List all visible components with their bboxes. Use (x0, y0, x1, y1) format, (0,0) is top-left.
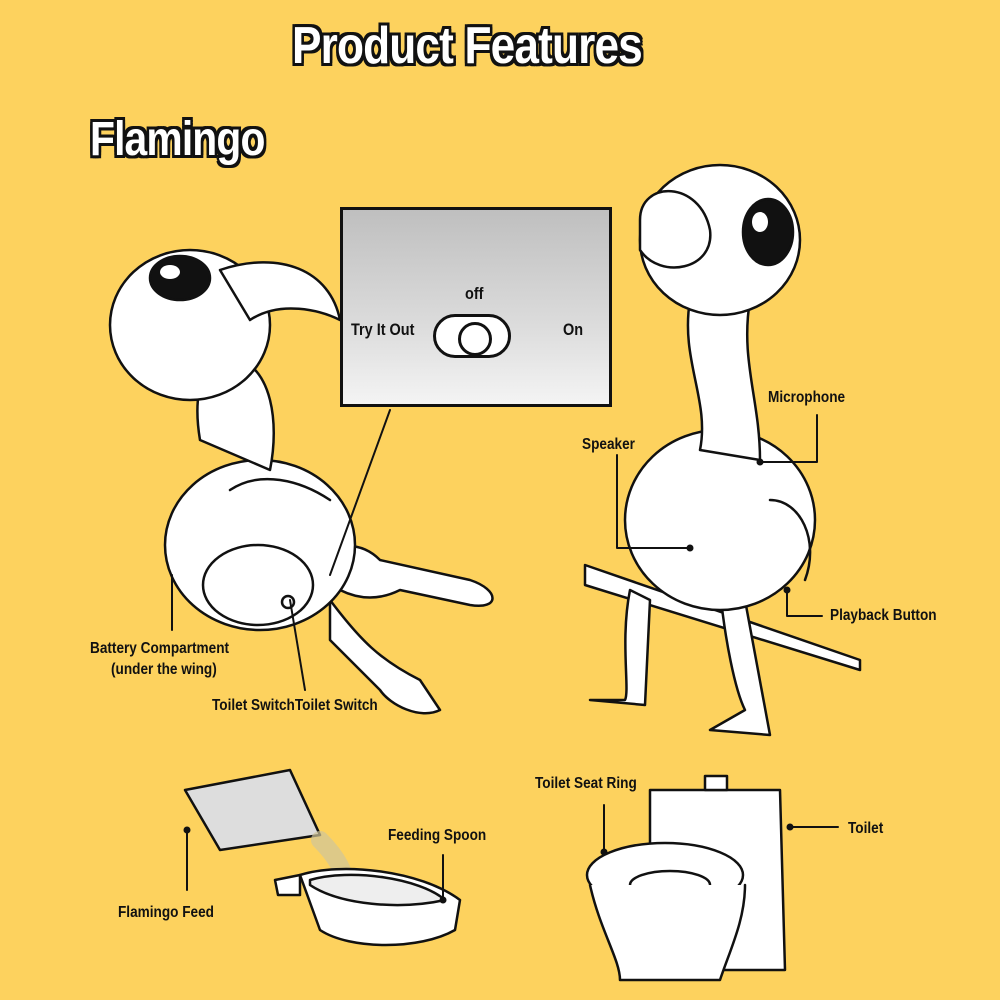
switch-detail-inset: off Try It Out On (340, 207, 612, 407)
feeding-spoon-label: Feeding Spoon (388, 827, 487, 844)
feeding-spoon (273, 867, 462, 947)
microphone-leader (759, 414, 818, 463)
switch-on-label: On (563, 320, 584, 339)
flamingo-feed-label: Flamingo Feed (118, 904, 214, 921)
inset-leader (329, 409, 391, 576)
switch-try-label: Try It Out (351, 320, 415, 339)
toilet-figure (585, 774, 787, 982)
speaker-leader (616, 454, 691, 549)
page-title: Product Features (292, 17, 643, 75)
flamingo-side-figure (108, 248, 494, 715)
battery-compartment-note: (under the wing) (111, 661, 217, 678)
battery-compartment-label: Battery Compartment (90, 640, 230, 657)
toilet-switch-label: Toilet SwitchToilet Switch (212, 697, 378, 714)
speaker-label: Speaker (582, 436, 635, 453)
microphone-label: Microphone (768, 389, 846, 406)
toilet-label: Toilet (848, 820, 884, 837)
playback-leader (786, 589, 823, 617)
flamingo-front-figure (583, 163, 862, 737)
slide-switch-icon (433, 314, 511, 358)
switch-leader (289, 599, 306, 691)
toilet-seat-ring-label: Toilet Seat Ring (535, 775, 637, 792)
switch-off-label: off (465, 284, 484, 303)
product-name: Flamingo (90, 113, 265, 166)
playback-button-label: Playback Button (830, 607, 937, 624)
